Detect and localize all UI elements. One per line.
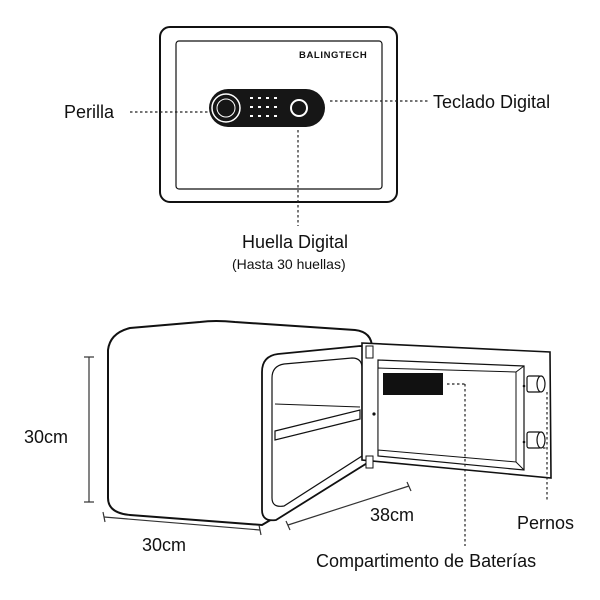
label-huella-digital: Huella Digital — [242, 232, 349, 252]
keypad-icon — [250, 97, 277, 117]
fingerprint-sensor-icon — [290, 99, 308, 117]
safe-front-view — [159, 26, 398, 203]
brand-logo: BALINGTECH — [299, 50, 368, 61]
hinge-top — [365, 345, 374, 359]
dimension-height-label: 30cm — [24, 427, 69, 447]
dimension-depth-label: 38cm — [370, 505, 415, 525]
battery-compartment — [383, 373, 443, 395]
dimension-width-label: 30cm — [142, 535, 187, 555]
hinge-bottom — [365, 455, 374, 469]
lock-panel — [209, 89, 325, 127]
leader-lines-bottom — [447, 383, 548, 546]
label-teclado-digital: Teclado Digital — [433, 92, 551, 112]
safe-open-view — [107, 320, 552, 527]
leader-lines-top — [130, 100, 428, 226]
label-pernos: Pernos — [517, 513, 575, 533]
label-perilla: Perilla — [64, 102, 115, 122]
label-compartimento-baterias: Compartimento de Baterías — [316, 551, 537, 571]
safe-shelf — [274, 409, 361, 441]
label-huella-capacity: (Hasta 30 huellas) — [232, 256, 346, 272]
bolt-icons — [526, 375, 546, 449]
dimension-lines — [84, 356, 412, 536]
